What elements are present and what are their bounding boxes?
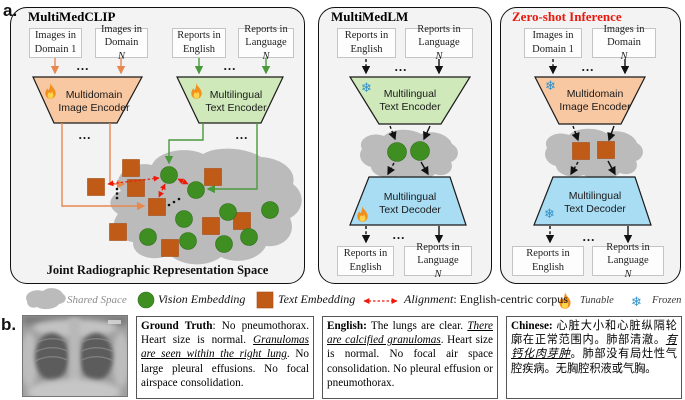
highlighted-finding: 有钙化肉芽肿 xyxy=(511,334,677,361)
report-label: English: xyxy=(327,320,367,332)
legend-text-embedding-label: Text Embedding xyxy=(278,292,356,306)
ellipsis: ... xyxy=(582,229,596,245)
box-line1: Reports in xyxy=(526,248,570,260)
report-label: Chinese: xyxy=(511,320,553,332)
box-line2: English xyxy=(350,44,383,55)
box-line2: Domain 1 xyxy=(532,44,574,55)
legend-vision-embedding-label: Vision Embedding xyxy=(158,292,246,306)
box-line2: English xyxy=(182,44,216,55)
rib-lines xyxy=(34,338,115,362)
subfigure-label-b: b. xyxy=(1,315,17,334)
legend-shared-space-label: Shared Space xyxy=(67,294,127,306)
joint-space-label: Joint Radiographic Representation Space xyxy=(46,263,269,277)
chest-xray-image xyxy=(22,315,128,397)
box-line2: Domain 1 xyxy=(34,44,77,55)
output-box-reports-english: Reports in English xyxy=(512,246,584,276)
box-line2: Language N xyxy=(245,37,287,62)
box-line2: English xyxy=(349,262,382,273)
box-line2: Language N xyxy=(607,255,649,280)
subfigure-label-a: a. xyxy=(3,1,18,20)
panel-title-multimedlm: MultiMedLM xyxy=(331,9,409,24)
legend-frozen-snowflake-icon: ❄ xyxy=(631,295,642,310)
report-english: English: The lungs are clear. There are … xyxy=(322,316,498,399)
box-line1: Images in xyxy=(34,30,77,42)
legend-alignment-label: Alignment: English-centric corpus xyxy=(404,292,568,306)
output-box-reports-english: Reports in English xyxy=(337,246,394,276)
report-chinese: Chinese: 心脏大小和心脏纵隔轮廓在正常范围内。肺部清澈。有钙化肉芽肿。肺… xyxy=(506,316,682,399)
box-line1: Reports in xyxy=(417,23,461,35)
input-box-reports-language-n: Reports in Language N xyxy=(238,24,294,62)
legend-shared-space-blob xyxy=(26,288,66,310)
input-box-images-domain-1: Images in Domain 1 xyxy=(29,28,82,58)
input-box-reports-english: Reports in English xyxy=(172,28,226,58)
report-label: Ground Truth xyxy=(141,320,213,332)
panel-title-multimedclip: MultiMedCLIP xyxy=(28,9,116,24)
box-line1: Reports in xyxy=(177,30,221,42)
box-line2: English xyxy=(531,262,565,273)
input-box-reports-english: Reports in English xyxy=(337,28,396,58)
box-line1: Images in xyxy=(532,30,574,42)
input-box-reports-language-n: Reports in Language N xyxy=(405,24,473,62)
ellipsis: ... xyxy=(76,58,90,74)
legend-vision-embedding-icon xyxy=(137,291,155,309)
legend-frozen-label: Frozen xyxy=(652,295,682,306)
legend-tunable-label: Tunable xyxy=(580,295,614,306)
box-line2: Language N xyxy=(418,37,460,62)
box-line2: Language N xyxy=(417,255,459,280)
report-ground-truth: Ground Truth: No pneumothorax. Heart siz… xyxy=(136,316,314,399)
output-box-reports-language-n: Reports in Language N xyxy=(404,242,472,280)
input-box-images-domain-n: Images in Domain N xyxy=(592,24,656,62)
legend-text-embedding-icon xyxy=(256,291,274,309)
panel-title-zero-shot: Zero-shot Inference xyxy=(512,9,622,24)
box-line1: Images in xyxy=(100,23,143,35)
output-box-reports-language-n: Reports in Language N xyxy=(592,242,664,280)
box-line1: Reports in xyxy=(606,241,650,253)
box-line1: Reports in xyxy=(244,23,288,35)
box-line1: Reports in xyxy=(343,248,388,260)
box-line1: Reports in xyxy=(416,241,460,253)
box-line1: Reports in xyxy=(344,30,389,42)
radiograph-marker xyxy=(108,320,121,324)
box-line2: Domain N xyxy=(607,37,641,62)
ellipsis: ... xyxy=(392,227,406,243)
input-box-images-domain-1: Images in Domain 1 xyxy=(524,28,582,58)
ellipsis: ... xyxy=(78,127,92,143)
input-box-images-domain-n: Images in Domain N xyxy=(95,24,148,62)
ellipsis: ... xyxy=(394,59,408,75)
box-line1: Images in xyxy=(603,23,645,35)
ellipsis: ... xyxy=(581,59,595,75)
box-line2: Domain N xyxy=(104,37,139,62)
highlighted-finding: There are calcified granulomas xyxy=(327,320,493,347)
ellipsis: ... xyxy=(235,127,249,143)
ellipsis: ... xyxy=(223,58,237,74)
highlighted-finding: Granulomas are seen within the right lun… xyxy=(141,334,309,361)
